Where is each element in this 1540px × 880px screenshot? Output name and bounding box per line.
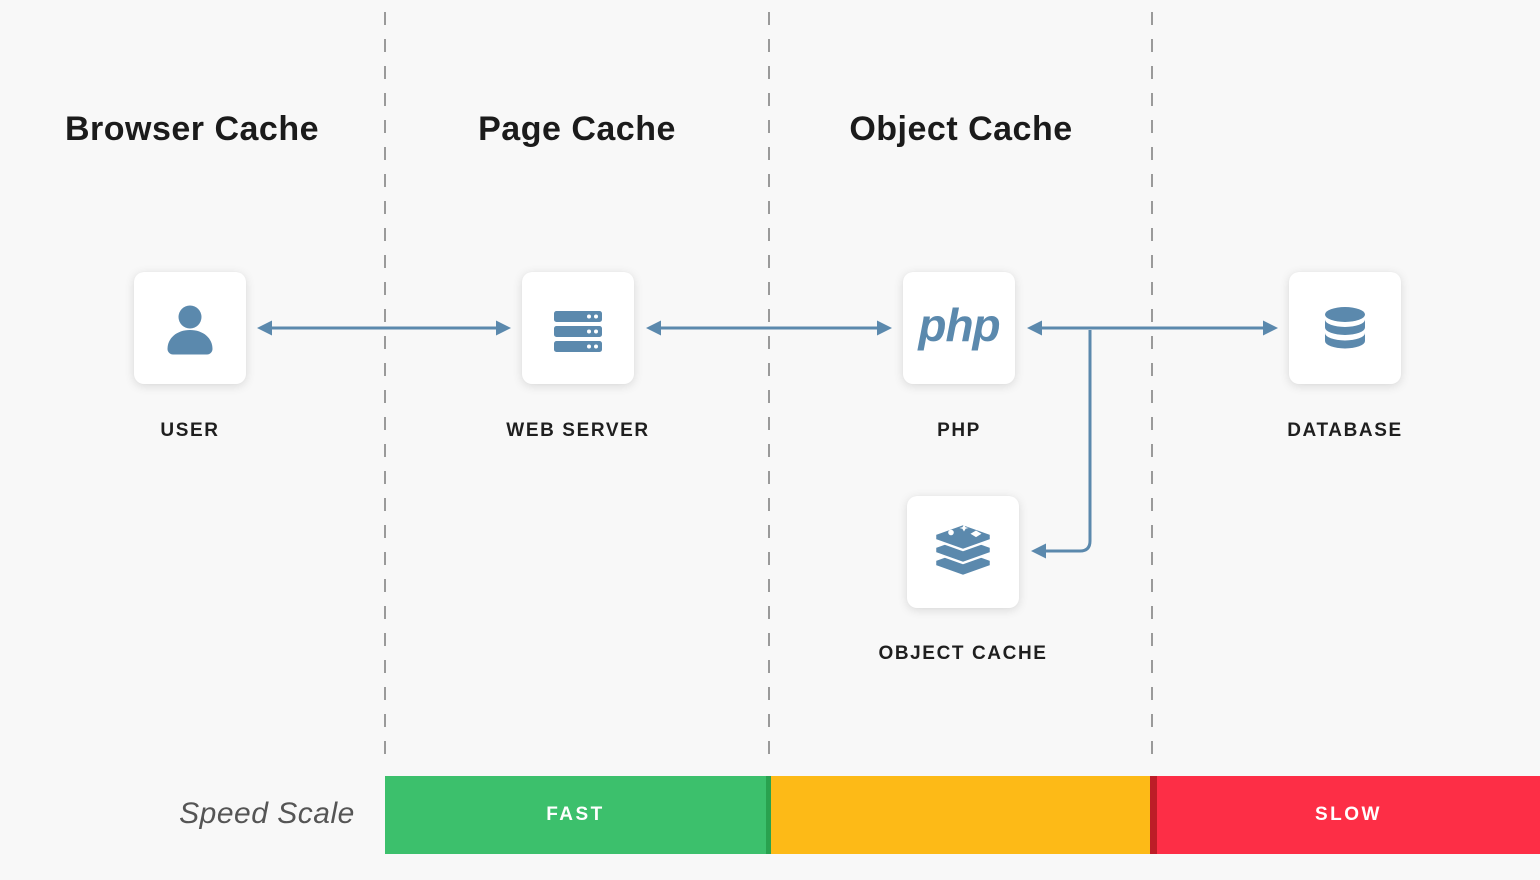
speed-segment-medium — [771, 776, 1150, 854]
speed-scale-title: Speed Scale — [179, 797, 355, 830]
object-cache-node — [907, 496, 1019, 608]
arrow-php-database — [1027, 320, 1278, 336]
user-node — [134, 272, 246, 384]
arrow-branch-object-cache — [1031, 330, 1092, 559]
user-icon — [167, 305, 213, 355]
web-server-node — [522, 272, 634, 384]
web-server-node-label: WEB SERVER — [506, 420, 650, 441]
column-header-object-cache: Object Cache — [849, 110, 1073, 148]
column-header-browser-cache: Browser Cache — [64, 110, 320, 148]
speed-segment-fast-label: FAST — [546, 804, 605, 825]
php-node-label: PHP — [937, 420, 981, 441]
user-node-label: USER — [160, 420, 220, 441]
php-logo: php — [918, 299, 1000, 351]
column-header-page-cache: Page Cache — [478, 110, 676, 148]
object-cache-node-label: OBJECT CACHE — [878, 643, 1048, 664]
arrow-webserver-php — [646, 320, 892, 336]
database-node — [1289, 272, 1401, 384]
database-node-label: DATABASE — [1287, 420, 1403, 441]
database-icon — [1325, 307, 1365, 349]
speed-segment-fast: FAST — [385, 776, 771, 854]
server-icon — [554, 311, 602, 352]
speed-segment-slow-label: SLOW — [1315, 804, 1382, 825]
speed-segment-slow: SLOW — [1150, 776, 1540, 854]
arrow-user-webserver — [257, 320, 511, 336]
php-node: php — [903, 272, 1015, 384]
redis-stack-icon — [933, 522, 993, 578]
